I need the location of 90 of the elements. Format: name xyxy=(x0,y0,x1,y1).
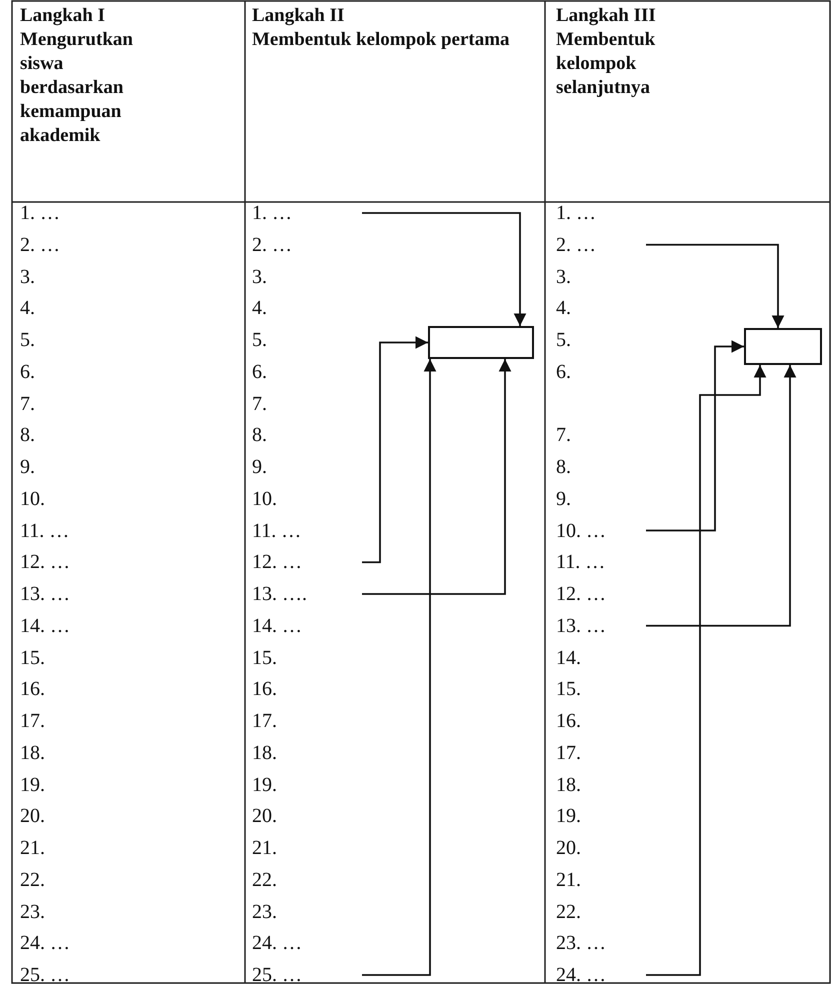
list-number: 10. xyxy=(20,486,45,511)
list-number: 8. xyxy=(252,423,267,448)
list-number: 18. xyxy=(252,740,277,765)
list-number: 4. xyxy=(556,296,571,320)
list-number: 2. … xyxy=(556,232,646,257)
list-number: 1. … xyxy=(556,201,596,225)
arrow xyxy=(362,359,436,976)
column-heading: Langkah III xyxy=(556,4,657,28)
list-number: 1. … xyxy=(20,201,60,225)
arrow xyxy=(362,359,512,595)
list-number: 15. xyxy=(556,677,581,702)
list-number: 16. xyxy=(556,709,581,733)
list-number: 3. xyxy=(20,264,35,288)
list-number: 22. xyxy=(20,868,45,892)
list-number: 13. … xyxy=(556,614,646,638)
list-number: 3. xyxy=(252,264,267,288)
list-number: 25. … xyxy=(252,963,362,984)
arrow xyxy=(646,365,766,976)
list-number: 12. … xyxy=(20,550,70,574)
list-number: 8. xyxy=(20,423,35,448)
list-number: 2. … xyxy=(20,232,60,257)
list-number: 8. xyxy=(556,455,571,479)
list-number: 17. xyxy=(556,740,581,765)
list-number: 24. … xyxy=(20,931,70,956)
list-number: 3. xyxy=(556,264,571,288)
list-number: 21. xyxy=(20,836,45,860)
list-number: 19. xyxy=(252,772,277,796)
list-number: 4. xyxy=(252,296,267,320)
list-number: 14. … xyxy=(252,614,302,638)
list-number: 1. … xyxy=(252,201,362,225)
list-number: 20. xyxy=(252,804,277,828)
list-number: 2. … xyxy=(252,232,292,257)
list-number: 11. … xyxy=(556,550,606,574)
arrow xyxy=(646,340,744,532)
list-number: 10. xyxy=(252,486,277,511)
list-number: 22. xyxy=(556,900,581,924)
list-number: 24. … xyxy=(252,931,302,956)
list-number: 5. xyxy=(20,328,35,352)
list-number: 11. … xyxy=(252,518,302,542)
list-number: 17. xyxy=(252,709,277,733)
arrow xyxy=(646,244,784,328)
list-number: 20. xyxy=(556,836,581,860)
column-description: Membentuk kelompok pertama xyxy=(252,28,511,52)
list-number: 12. … xyxy=(252,550,362,574)
list-number: 14. xyxy=(556,646,581,670)
list-number: 23. … xyxy=(556,931,606,956)
list-number: 14. … xyxy=(20,614,70,638)
list-number: 6. xyxy=(20,360,35,384)
list-number: 9. xyxy=(20,455,35,479)
list-number: 18. xyxy=(556,772,581,796)
group-box xyxy=(744,328,822,365)
list-number: 5. xyxy=(556,328,571,352)
list-number: 7. xyxy=(252,392,267,416)
list-number: 21. xyxy=(556,868,581,892)
column-description: Membentuk kelompok selanjutnya xyxy=(556,28,656,100)
list-number: 24. … xyxy=(556,963,646,984)
arrow xyxy=(646,365,796,627)
list-number: 25. … xyxy=(20,963,70,984)
list-number: 10. … xyxy=(556,518,646,542)
list-number: 4. xyxy=(20,296,35,320)
list-number: 18. xyxy=(20,740,45,765)
list-number: 9. xyxy=(252,455,267,479)
list-number: 11. … xyxy=(20,518,70,542)
list-number: 23. xyxy=(20,900,45,924)
list-number: 16. xyxy=(20,677,45,702)
list-number: 7. xyxy=(556,423,571,448)
list-number: 12. … xyxy=(556,582,606,606)
arrow xyxy=(362,336,428,564)
list-number: 15. xyxy=(252,646,277,670)
column-description: Mengurutkan siswa berdasarkan kemampuan akademik xyxy=(20,28,134,148)
list-number: 21. xyxy=(252,836,277,860)
group-box xyxy=(428,326,534,359)
list-number: 20. xyxy=(20,804,45,828)
list-number: 5. xyxy=(252,328,267,352)
list-number: 7. xyxy=(20,392,35,416)
list-number: 19. xyxy=(20,772,45,796)
column-heading: Langkah II xyxy=(252,4,346,28)
list-number: 17. xyxy=(20,709,45,733)
list-number: 15. xyxy=(20,646,45,670)
list-number: 13. … xyxy=(20,582,70,606)
list-number: 6. xyxy=(556,360,571,384)
list-number: 16. xyxy=(252,677,277,702)
column-heading: Langkah I xyxy=(20,4,106,28)
list-number: 19. xyxy=(556,804,581,828)
list-number: 22. xyxy=(252,868,277,892)
list-number: 13. …. xyxy=(252,582,362,606)
list-number: 23. xyxy=(252,900,277,924)
list-number: 9. xyxy=(556,486,571,511)
arrow xyxy=(362,212,526,326)
list-number: 6. xyxy=(252,360,267,384)
